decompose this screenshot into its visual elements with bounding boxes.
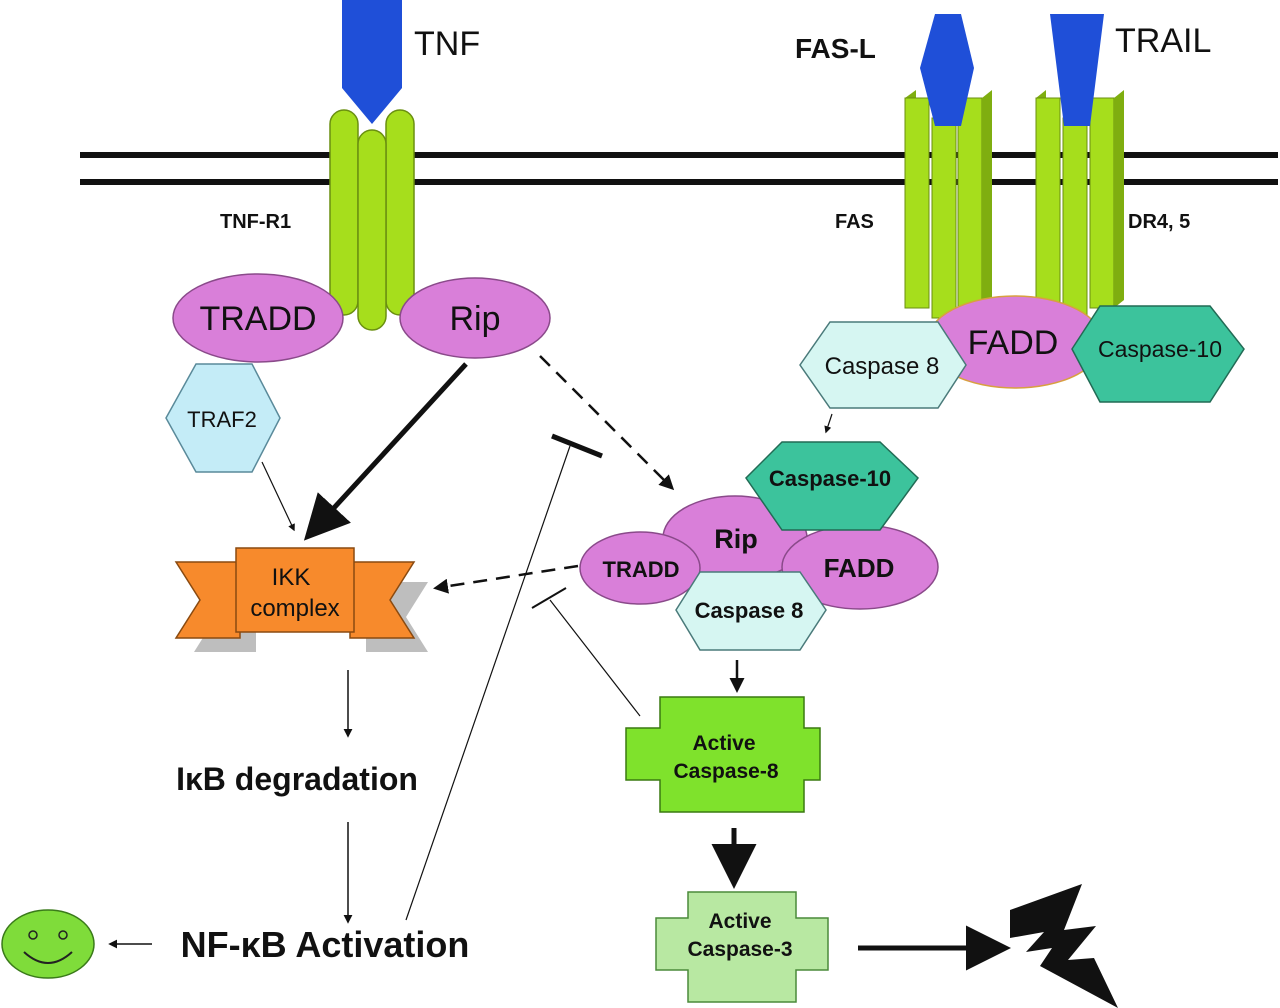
- pathway-arrows: [108, 355, 1011, 971]
- disc-tradd-label: TRADD: [603, 557, 680, 582]
- tnf-receptor: [329, 109, 415, 331]
- disc-tradd-node: [579, 531, 701, 605]
- tnf-ligand: [342, 0, 402, 124]
- disc-fadd-label: FADD: [824, 553, 895, 583]
- caspase10-membrane-label: Caspase-10: [1098, 336, 1222, 362]
- nfkb-activation-label: NF-κB Activation: [181, 924, 470, 965]
- lightning-bolt-icon: [1010, 884, 1118, 1008]
- active-caspase8-node: [625, 696, 821, 813]
- rip-node: [399, 277, 551, 359]
- fas-receptor: [904, 90, 992, 319]
- tradd-label: TRADD: [199, 300, 316, 338]
- dr45-label: DR4, 5: [1128, 211, 1190, 233]
- ikb-degradation-label: IκB degradation: [176, 761, 418, 797]
- disc-caspase8-node: [675, 571, 827, 651]
- disc-caspase8-label: Caspase 8: [695, 598, 804, 623]
- fas-l-ligand: [920, 14, 974, 126]
- trail-ligand: [1050, 14, 1104, 126]
- active-caspase8-line1: Active: [692, 732, 755, 755]
- fas-l-label: FAS-L: [795, 33, 876, 64]
- fadd-membrane-label: FADD: [968, 324, 1059, 362]
- active-caspase3-line1: Active: [708, 910, 771, 933]
- smiley-face-icon: [1, 909, 95, 979]
- ikk-label-line1: IKK: [272, 564, 311, 591]
- tradd-node: [172, 273, 344, 363]
- dr45-receptor: [1035, 90, 1124, 319]
- rip-label: Rip: [449, 300, 500, 338]
- disc-caspase10-node: [745, 441, 919, 531]
- ikk-label-line2: complex: [250, 595, 339, 622]
- ikk-complex-node: [174, 547, 428, 652]
- traf2-node: [165, 363, 281, 473]
- disc-rip-label: Rip: [714, 524, 758, 554]
- disc-caspase10-label: Caspase-10: [769, 466, 891, 491]
- tnf-r1-label: TNF-R1: [220, 211, 291, 233]
- active-caspase8-line2: Caspase-8: [673, 760, 778, 783]
- traf2-label: TRAF2: [187, 407, 257, 432]
- caspase10-membrane-node: [1071, 305, 1245, 403]
- caspase8-membrane-node: [799, 321, 967, 409]
- active-caspase3-line2: Caspase-3: [687, 938, 792, 961]
- fas-label: FAS: [835, 211, 874, 233]
- trail-label: TRAIL: [1115, 22, 1211, 60]
- active-caspase3-node: [655, 891, 829, 1003]
- caspase8-membrane-label: Caspase 8: [825, 353, 940, 380]
- tnf-label: TNF: [414, 25, 480, 63]
